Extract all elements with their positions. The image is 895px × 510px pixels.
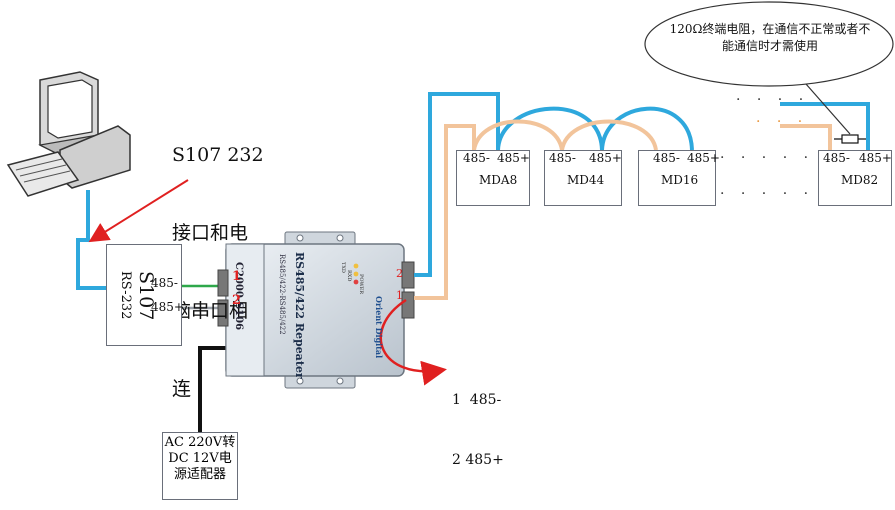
repeater-led-power: POWER: [358, 274, 364, 295]
repeater-title: RS485/422 Repeater: [293, 252, 306, 379]
device-md82: 485- 485+ MD82: [818, 150, 892, 206]
s107-port-plus: 485+: [151, 300, 184, 314]
power-adapter: AC 220V转 DC 12V电 源适配器: [162, 432, 238, 500]
device-md82-plus: 485+: [859, 151, 892, 165]
note-arrow: [88, 179, 189, 243]
note-line-3: 脑串口相: [172, 300, 249, 322]
device-md82-minus: 485-: [823, 151, 850, 165]
device-mda8-plus: 485+: [497, 151, 530, 165]
callout-text: 120Ω终端电阻，在通信不正常或者不 能通信时才需使用: [652, 20, 888, 54]
note-line-1: S107 232: [172, 144, 264, 166]
computer-icon: [6, 71, 131, 197]
pin-note-line-2: 2 485+: [452, 452, 504, 468]
repeater-port-b: 2: [396, 267, 403, 280]
s107-converter: RS-232 S107 485- 485+: [106, 244, 184, 346]
pin-note-line-1: 1 485-: [452, 392, 502, 408]
pin-arrow: [379, 298, 447, 386]
wire-power: [198, 346, 228, 432]
bus-orange-start: [414, 124, 476, 300]
continuation-dots-1: · · · · ·: [720, 150, 815, 166]
bus-orange-arch-1: [472, 119, 564, 151]
continuation-dots-orange: · · ·: [756, 114, 809, 130]
repeater-subtitle: RS485/422-RS485/422: [278, 254, 286, 335]
device-mda8-minus: 485-: [463, 151, 490, 165]
note-line-4: 连: [172, 378, 192, 400]
power-line-1: AC 220V转: [164, 435, 236, 450]
device-mda8-name: MDA8: [479, 173, 518, 187]
repeater-num-2: 2: [232, 293, 242, 308]
note-text: S107 232 接口和电 脑串口相 连: [172, 90, 264, 454]
device-md82-name: MD82: [841, 173, 879, 187]
continuation-dots-blue: · · · ·: [736, 92, 810, 108]
bus-orange-arch-2: [560, 119, 658, 151]
pin-note: 1 485- 2 485+: [452, 350, 504, 510]
resistor-icon: [841, 134, 859, 144]
device-mda8: 485- 485+ MDA8: [456, 150, 530, 206]
device-md16: 485- 485+ MD16: [638, 150, 720, 206]
device-md44-minus: 485-: [549, 151, 576, 165]
repeater-device: [217, 231, 415, 389]
device-md44: 485- 485+ MD44: [544, 150, 622, 206]
repeater-port-a: 1: [396, 289, 403, 302]
device-md16-name: MD16: [661, 173, 699, 187]
callout-line-1: 120Ω终端电阻，在通信不正常或者不: [669, 22, 871, 36]
device-md44-name: MD44: [567, 173, 605, 187]
repeater-brand: Orient Digital: [374, 296, 384, 359]
power-line-3: 源适配器: [173, 467, 226, 482]
bus-blue-arch-2: [600, 106, 694, 151]
s107-type-label: RS-232: [118, 271, 133, 320]
repeater-led-rx: RXD: [346, 270, 352, 282]
bus-blue-end: [780, 102, 870, 150]
device-md44-plus: 485+: [589, 151, 622, 165]
s107-port-minus: 485-: [151, 276, 178, 290]
callout-line-2: 能通信时才需使用: [721, 39, 818, 53]
note-line-2: 接口和电: [172, 222, 249, 244]
callout-bubble: [644, 1, 894, 87]
bus-orange-end: [780, 124, 832, 150]
wire-pc-to-s107: [76, 190, 108, 290]
device-md16-minus: 485-: [653, 151, 680, 165]
bus-blue-start: [414, 92, 500, 277]
bus-blue-arch-1: [496, 106, 604, 151]
callout-pointer: [805, 83, 851, 135]
power-line-2: DC 12V电: [168, 451, 232, 466]
continuation-dots-2: · · · · ·: [720, 186, 815, 202]
device-md16-plus: 485+: [687, 151, 720, 165]
repeater-num-1: 1: [232, 269, 242, 284]
